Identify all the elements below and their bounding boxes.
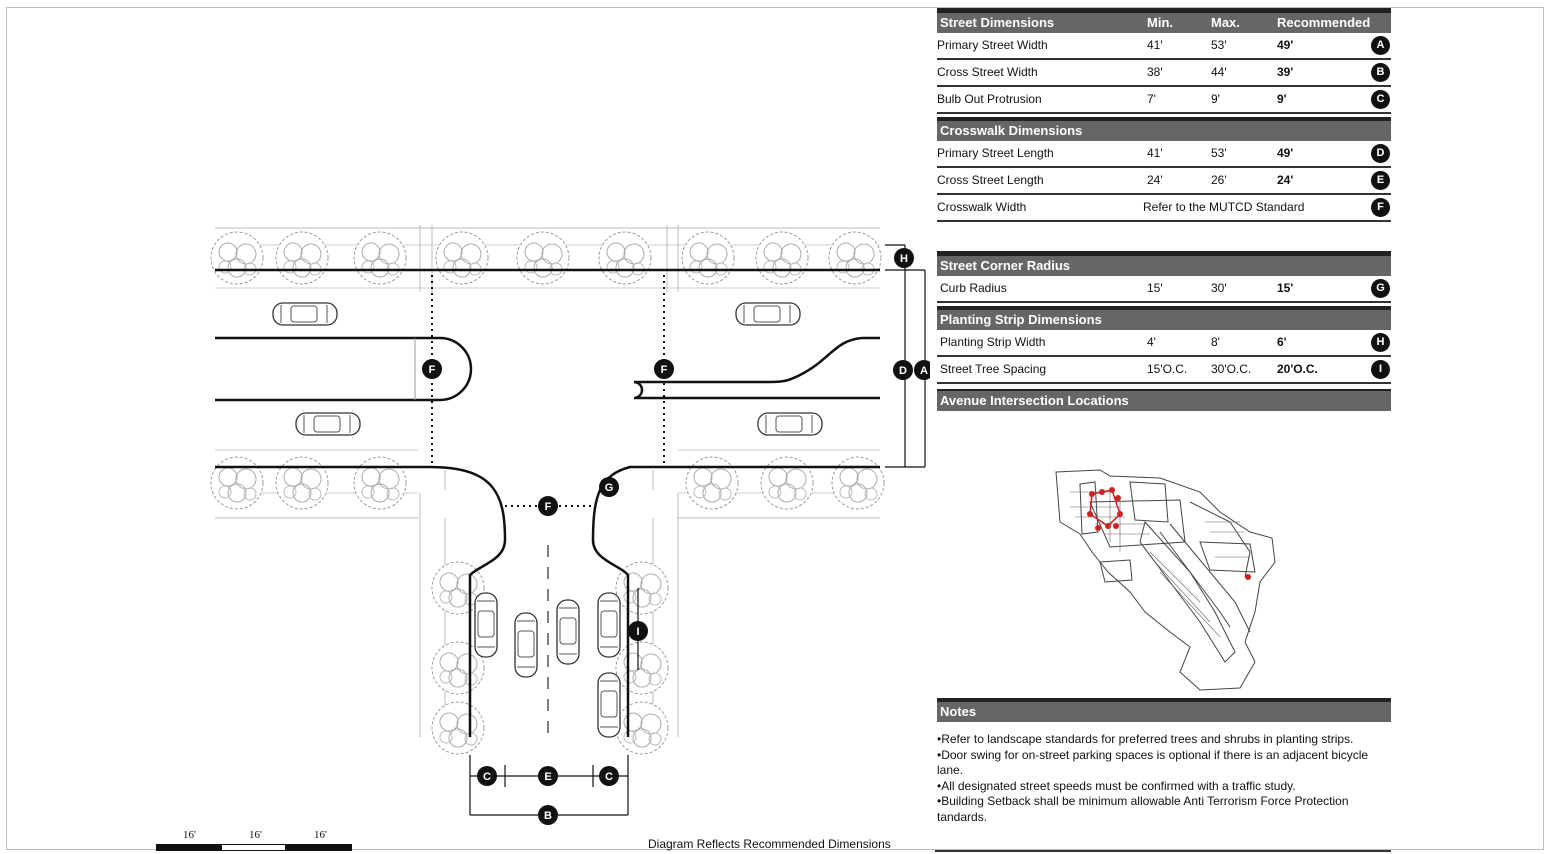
avenue-locations-section: Avenue Intersection Locations [937, 389, 1391, 411]
intersection-plan-diagram: H D A F F F G I C E C B [210, 225, 930, 825]
table-row: Planting Strip Width 4' 8' 6' H [937, 330, 1391, 357]
marker-g: G [599, 477, 619, 497]
key-badge: B [1371, 63, 1390, 82]
diagram-caption: Diagram Reflects Recommended Dimensions [648, 837, 891, 851]
cross-street-edges [419, 493, 679, 755]
marker-f-left: F [422, 359, 442, 379]
street-dimensions-header: Street Dimensions Min. Max. Recommended [937, 8, 1391, 33]
scale-label-3: 16' [314, 829, 327, 841]
marker-a: A [914, 360, 930, 380]
key-badge: E [1371, 171, 1390, 190]
page-frame [6, 7, 1544, 850]
svg-text:C: C [605, 771, 613, 783]
key-badge: I [1371, 360, 1390, 379]
scale-bar-segment-2 [221, 844, 286, 851]
notes-list: •Refer to landscape standards for prefer… [937, 732, 1393, 825]
svg-text:A: A [920, 365, 928, 377]
marker-d: D [893, 360, 913, 380]
key-badge: F [1371, 198, 1390, 217]
svg-text:C: C [483, 771, 491, 783]
planting-strip-header: Planting Strip Dimensions [937, 306, 1391, 330]
table-row: Primary Street Width 41' 53' 49' A [937, 33, 1391, 60]
planting-strip-table: Planting Strip Dimensions Planting Strip… [937, 306, 1391, 384]
marker-h: H [894, 248, 914, 268]
marker-f-bottom: F [538, 496, 558, 516]
key-badge: C [1371, 90, 1390, 109]
notes-header: Notes [937, 698, 1391, 722]
key-badge: D [1371, 144, 1390, 163]
svg-text:B: B [544, 810, 552, 822]
table-row: Crosswalk Width Refer to the MUTCD Stand… [937, 195, 1391, 222]
table-row: Bulb Out Protrusion 7' 9' 9' C [937, 87, 1391, 114]
note-item: •All designated street speeds must be co… [937, 778, 1296, 793]
crosswalk-dimensions-header: Crosswalk Dimensions [937, 117, 1391, 141]
corner-radius-header: Street Corner Radius [937, 251, 1391, 276]
corner-radius-table: Street Corner Radius Curb Radius 15' 30'… [937, 251, 1391, 303]
svg-text:G: G [605, 482, 614, 494]
svg-text:F: F [545, 501, 552, 513]
location-site-plan [1055, 469, 1276, 691]
key-badge: A [1371, 36, 1390, 55]
top-planting-strip [210, 225, 882, 292]
bottom-planting-strip [210, 449, 885, 519]
table-row: Cross Street Width 38' 44' 39' B [937, 60, 1391, 87]
note-item: •Building Setback shall be minimum allow… [937, 794, 1349, 824]
location-markers [1087, 487, 1251, 580]
svg-text:D: D [899, 365, 907, 377]
svg-text:F: F [661, 364, 668, 376]
marker-e: E [538, 766, 558, 786]
table-row: Primary Street Length 41' 53' 49' D [937, 141, 1391, 168]
marker-i: I [628, 621, 648, 641]
note-item: •Refer to landscape standards for prefer… [937, 732, 1354, 746]
svg-text:F: F [429, 364, 436, 376]
svg-text:I: I [636, 626, 639, 638]
scale-bar-segment-3 [286, 844, 352, 851]
key-badge: H [1371, 333, 1390, 352]
curb-lines [215, 336, 880, 737]
table-row: Street Tree Spacing 15'O.C. 30'O.C. 20'O… [937, 357, 1391, 384]
crosswalk-dimensions-table: Crosswalk Dimensions Primary Street Leng… [937, 117, 1391, 222]
table-row: Curb Radius 15' 30' 15' G [937, 276, 1391, 303]
dimension-lines [469, 244, 926, 816]
bottom-rule [935, 850, 1391, 852]
marker-c-left: C [477, 766, 497, 786]
marker-f-right: F [654, 359, 674, 379]
scale-label-1: 16' [183, 829, 196, 841]
svg-text:H: H [900, 253, 908, 265]
scale-label-2: 16' [249, 829, 262, 841]
street-dimensions-table: Street Dimensions Min. Max. Recommended … [937, 8, 1391, 114]
key-badge: G [1371, 279, 1390, 298]
svg-text:E: E [544, 771, 551, 783]
scale-bar-segment-1 [156, 844, 221, 851]
marker-b: B [538, 805, 558, 825]
avenue-locations-header: Avenue Intersection Locations [937, 389, 1391, 411]
table-row: Cross Street Length 24' 26' 24' E [937, 168, 1391, 195]
parked-cars [272, 302, 823, 738]
notes-section: Notes [937, 698, 1391, 722]
marker-c-right: C [599, 766, 619, 786]
note-item: •Door swing for on-street parking spaces… [937, 747, 1369, 778]
